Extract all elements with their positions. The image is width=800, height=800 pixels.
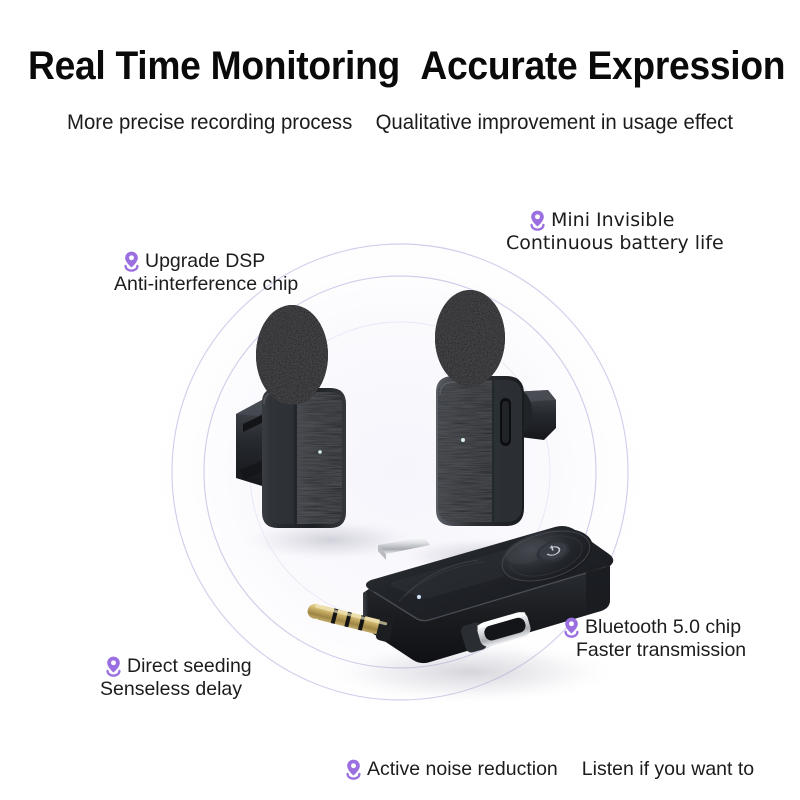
callout-direct-seeding: Direct seeding Senseless delay	[100, 655, 252, 701]
title-right: Accurate Expression	[420, 44, 786, 88]
callout-seeding-line1: Direct seeding	[127, 655, 252, 677]
callout-dsp-line1: Upgrade DSP	[145, 250, 266, 272]
body-right	[436, 376, 524, 526]
callout-bt-line2: Faster transmission	[576, 639, 747, 661]
body-left	[262, 388, 346, 528]
callout-anr-line2: Listen if you want to	[581, 758, 755, 780]
map-pin-icon	[124, 251, 139, 272]
callout-anr-line1: Active noise reduction	[367, 758, 558, 780]
map-pin-icon	[346, 759, 361, 780]
usb-c-connector	[461, 611, 531, 653]
callout-seeding-line2: Senseless delay	[100, 678, 243, 700]
page-subtitle: More precise recording process Qualitativ…	[12, 110, 788, 136]
callout-mini-line1: Mini Invisible	[551, 209, 675, 231]
foam-windscreen-right	[435, 290, 505, 386]
rear-connector	[378, 537, 430, 560]
callout-bluetooth: Bluetooth 5.0 chip Faster transmission	[562, 616, 746, 662]
receiver	[307, 526, 614, 664]
callout-bt-line1: Bluetooth 5.0 chip	[585, 616, 742, 638]
page-title: Real Time Monitoring Accurate Expression	[28, 44, 786, 88]
map-pin-icon	[106, 656, 121, 677]
status-led-left	[318, 450, 322, 454]
status-led-right	[461, 438, 465, 442]
foam-windscreen-left	[256, 305, 328, 405]
callout-upgrade-dsp: Upgrade DSP Anti-interference chip	[114, 250, 298, 296]
callout-dsp-line2: Anti-interference chip	[114, 273, 299, 295]
subtitle-left: More precise recording process	[66, 111, 353, 134]
callout-mini-line2: Continuous battery life	[506, 232, 724, 254]
callout-active-noise-reduction: Active noise reduction Listen if you want…	[344, 758, 754, 781]
control-dial	[499, 528, 593, 584]
title-left: Real Time Monitoring	[28, 44, 400, 88]
receiver-front-face	[363, 566, 610, 664]
trrs-35mm-jack	[307, 603, 394, 642]
microphone-right	[435, 290, 556, 526]
status-led-receiver	[416, 594, 422, 600]
power-button[interactable]	[534, 538, 572, 567]
power-icon	[545, 545, 561, 556]
map-pin-icon	[564, 617, 579, 638]
callout-mini-invisible: Mini Invisible Continuous battery life	[506, 209, 724, 254]
subtitle-right: Qualitative improvement in usage effect	[375, 111, 733, 134]
map-pin-icon	[530, 210, 545, 231]
microphone-left	[236, 305, 346, 528]
